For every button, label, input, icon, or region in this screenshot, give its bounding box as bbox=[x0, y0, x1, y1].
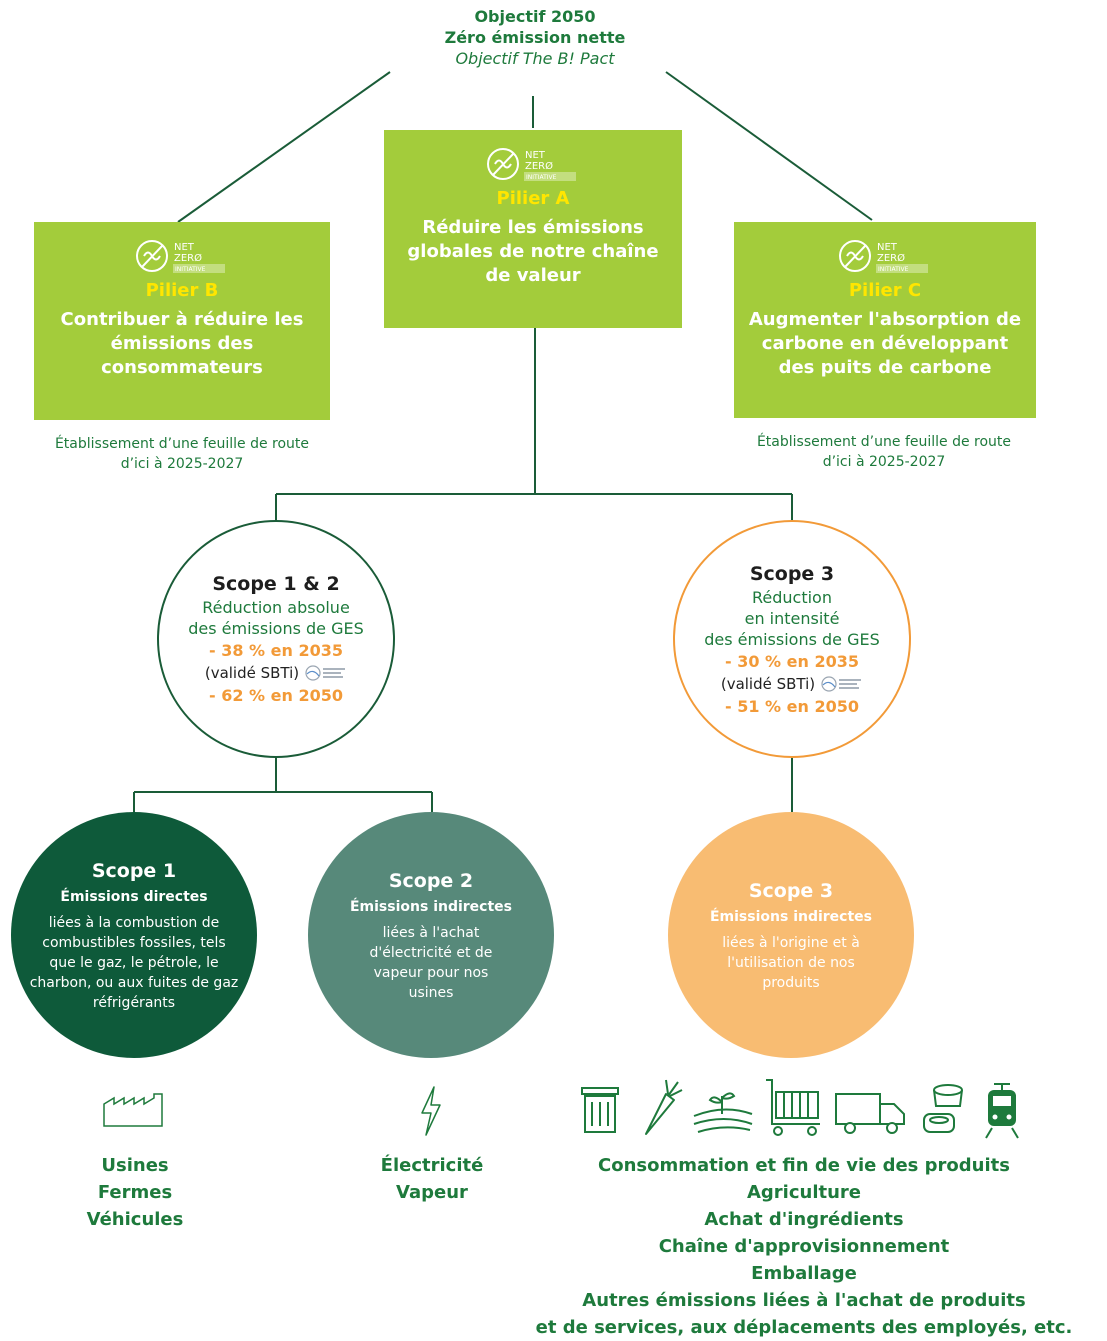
pillar-c-box: NET ZERØ INITIATIVE Pilier C Augmenter l… bbox=[734, 222, 1036, 418]
goal-net-zero: Zéro émission nette bbox=[444, 28, 626, 47]
truck-icon bbox=[835, 1093, 905, 1134]
sbti-logo-icon bbox=[821, 675, 862, 692]
logo-net: NET bbox=[525, 150, 546, 161]
factory-icon bbox=[103, 1093, 163, 1127]
goal-year: Objectif 2050 bbox=[474, 7, 596, 26]
scope1-circle: Scope 1 Émissions directes liées à la co… bbox=[11, 812, 257, 1058]
svg-text:ZERØ: ZERØ bbox=[174, 252, 202, 264]
source-supply-chain: Chaîne d'approvisionnement bbox=[658, 1236, 950, 1257]
scope12-target-2035: - 38 % en 2035 bbox=[209, 641, 343, 660]
pillar-a-title: Pilier A bbox=[496, 188, 570, 209]
scope3-sources: Consommation et fin de vie des produits … bbox=[504, 1152, 1104, 1341]
source-electricite: Électricité bbox=[380, 1155, 484, 1176]
scope12-desc2: des émissions de GES bbox=[188, 619, 364, 638]
train-icon bbox=[985, 1083, 1019, 1139]
scope2-description: liées à l'achat d'électricité et de vape… bbox=[369, 925, 493, 1001]
scope1-title: Scope 1 bbox=[91, 860, 177, 882]
svg-text:INITIATIVE: INITIATIVE bbox=[175, 266, 206, 273]
scope3-target-circle: Scope 3 Réduction en intensité des émiss… bbox=[673, 520, 911, 758]
svg-text:NET: NET bbox=[877, 242, 898, 253]
net-zero-logo-icon: NET ZERØ INITIATIVE bbox=[839, 240, 928, 273]
scope3-desc1: Réduction bbox=[752, 587, 832, 607]
scope12-validated: (validé SBTi) bbox=[204, 664, 300, 682]
scope12-desc1: Réduction absolue bbox=[202, 598, 350, 617]
pillar-b-description: Contribuer à réduire les émissions des c… bbox=[60, 309, 304, 378]
cart-icon bbox=[766, 1079, 820, 1136]
source-autres: Autres émissions liées à l'achat de prod… bbox=[582, 1290, 1026, 1311]
scope12-title: Scope 1 & 2 bbox=[212, 573, 340, 595]
source-fermes: Fermes bbox=[97, 1182, 173, 1203]
source-consommation: Consommation et fin de vie des produits bbox=[598, 1155, 1010, 1176]
pillar-b-title: Pilier B bbox=[145, 280, 219, 301]
scope3-desc2: en intensité bbox=[744, 608, 840, 628]
lightning-icon bbox=[421, 1086, 441, 1136]
scope2-subtitle: Émissions indirectes bbox=[349, 899, 512, 915]
svg-text:INITIATIVE: INITIATIVE bbox=[878, 266, 909, 273]
pillar-a-box: NET ZERØ INITIATIVE Pilier A Réduire les… bbox=[384, 130, 682, 328]
goal-pact: Objectif The B! Pact bbox=[455, 49, 615, 68]
scope3-desc3: des émissions de GES bbox=[704, 629, 880, 649]
scope12-target-circle: Scope 1 & 2 Réduction absolue des émissi… bbox=[157, 520, 395, 758]
scope2-sources: Électricité Vapeur bbox=[340, 1152, 524, 1206]
scope3-target-2035: - 30 % en 2035 bbox=[725, 651, 859, 671]
pillar-a-description: Réduire les émissions globales de notre … bbox=[407, 217, 659, 286]
pillar-c-title: Pilier C bbox=[848, 280, 922, 301]
scope3-validated: (validé SBTi) bbox=[720, 674, 816, 693]
sbti-logo-icon bbox=[305, 665, 346, 681]
svg-text:ZERØ: ZERØ bbox=[877, 252, 905, 264]
source-ingredients: Achat d'ingrédients bbox=[704, 1209, 904, 1230]
pillar-b-box: NET ZERØ INITIATIVE Pilier B Contribuer … bbox=[34, 222, 330, 420]
source-autres-suite: et de services, aux déplacements des emp… bbox=[535, 1317, 1073, 1338]
net-zero-logo-icon: NET ZERØ INITIATIVE bbox=[487, 148, 576, 181]
scope1-subtitle: Émissions directes bbox=[60, 889, 208, 905]
scope2-title: Scope 2 bbox=[388, 870, 474, 892]
source-vapeur: Vapeur bbox=[396, 1182, 468, 1203]
scope3-subtitle: Émissions indirectes bbox=[709, 909, 872, 925]
scope1-sources: Usines Fermes Véhicules bbox=[40, 1152, 230, 1233]
scope12-validated-row: (validé SBTi) bbox=[205, 662, 347, 684]
net-zero-logo-icon: NET ZERØ INITIATIVE bbox=[136, 240, 225, 273]
scope3-target-2050: - 51 % en 2050 bbox=[725, 696, 859, 716]
pillar-c-note: Établissement d’une feuille de route d’i… bbox=[756, 434, 1012, 470]
packaging-icon bbox=[923, 1084, 963, 1133]
goal-header: Objectif 2050 Zéro émission nette Object… bbox=[380, 6, 690, 69]
logo-zero: ZERØ bbox=[525, 160, 553, 172]
crop-field-icon bbox=[693, 1092, 753, 1133]
carrot-icon bbox=[645, 1079, 683, 1135]
trash-bin-icon bbox=[581, 1087, 619, 1133]
scope3-validated-row: (validé SBTi) bbox=[721, 673, 863, 695]
scope1-description: liées à la combustion de combustibles fo… bbox=[29, 915, 239, 1011]
source-emballage: Emballage bbox=[751, 1263, 857, 1284]
svg-text:NET: NET bbox=[174, 242, 195, 253]
source-agriculture: Agriculture bbox=[746, 1182, 862, 1203]
source-usines: Usines bbox=[101, 1155, 169, 1176]
scope12-target-2050: - 62 % en 2050 bbox=[209, 686, 343, 705]
scope3-description: liées à l'origine et à l'utilisation de … bbox=[722, 935, 860, 991]
scope2-circle: Scope 2 Émissions indirectes liées à l'a… bbox=[308, 812, 554, 1058]
logo-initiative: INITIATIVE bbox=[526, 174, 557, 181]
scope3-circle-title: Scope 3 bbox=[748, 880, 834, 902]
scope3-circle: Scope 3 Émissions indirectes liées à l'o… bbox=[668, 812, 914, 1058]
scope3-title: Scope 3 bbox=[749, 562, 835, 585]
pillar-c-description: Augmenter l'absorption de carbone en dév… bbox=[748, 309, 1022, 378]
source-vehicules: Véhicules bbox=[86, 1209, 184, 1230]
pillar-b-note: Établissement d’une feuille de route d’i… bbox=[54, 436, 310, 472]
